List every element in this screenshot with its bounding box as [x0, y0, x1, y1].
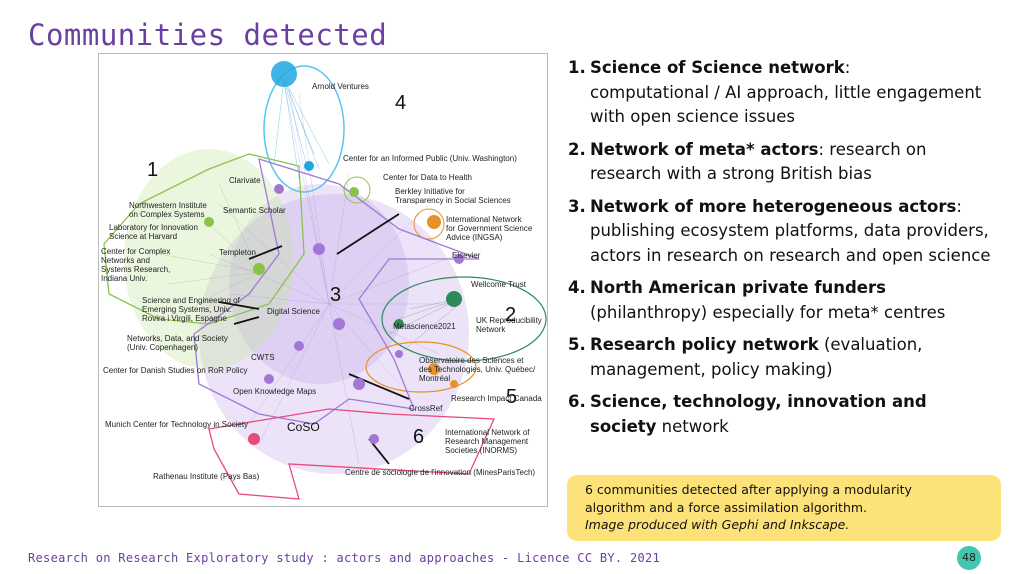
node-label-lish-line1: Laboratory for Innovation — [109, 223, 198, 232]
node-label-berkley-line1: Berkley Initiative for — [395, 187, 465, 196]
method-note: 6 communities detected after applying a … — [567, 475, 1001, 541]
list-item-text-inline: (evaluation, — [818, 335, 923, 354]
community-number-6: 6 — [413, 426, 425, 448]
community-number-4: 4 — [395, 92, 407, 114]
list-item-title: Science, technology, innovation and soci… — [590, 392, 927, 436]
node-label-seeds-line1: Science and Engineering of — [142, 296, 240, 305]
node-label-rathenau: Rathenau Institute (Pays Bas) — [153, 472, 260, 481]
list-item-title: Network of more heterogeneous actors — [590, 196, 957, 216]
list-item-text: publishing ecosystem platforms, data pro… — [590, 221, 991, 265]
node-label-templeton: Templeton — [219, 248, 256, 257]
node-label-nds: Networks, Data, and Society (Univ. Copen… — [127, 334, 228, 352]
community-number-1: 1 — [147, 159, 159, 181]
node-label-ukrepro-line2: Network — [476, 325, 506, 334]
node-label-crossref: CrossRef — [409, 404, 443, 413]
node-label-seeds-line2: Emerging Systems, Univ. — [142, 305, 232, 314]
node-label-csi: Centre de sociologie de l'innovation (Mi… — [345, 468, 536, 477]
list-item-number: 1. — [568, 58, 586, 77]
node-label-metascience: Metascience2021 — [393, 322, 456, 331]
community-list-item: 5. Research policy network (evaluation, … — [568, 333, 998, 382]
list-item-number: 5. — [568, 335, 586, 354]
node-label-ccn-line1: Center for Complex — [101, 247, 171, 256]
node-label-ingsa-line3: Advice (INGSA) — [446, 233, 503, 242]
node-label-ost-line1: Observatoire des Sciences et — [419, 356, 524, 365]
community-number-5: 5 — [506, 386, 518, 408]
node-label-informed-public: Center for an Informed Public (Univ. Was… — [343, 154, 517, 163]
node-label-ost: Observatoire des Sciences et des Technol… — [419, 356, 535, 383]
list-item-text: computational / AI approach, little enga… — [590, 82, 982, 127]
community-list-item: 3. Network of more heterogeneous actors:… — [568, 195, 998, 269]
node-label-ingsa: International Network for Government Sci… — [446, 215, 532, 242]
node-label-seeds-line3: Rovira i Virgili, Espagne — [142, 314, 227, 323]
node-label-ccn-line2: Networks and — [101, 256, 150, 265]
node-label-okm: Open Knowledge Maps — [233, 387, 317, 396]
node-label-wellcome: Wellcome Trust — [471, 280, 526, 289]
community-number-3: 3 — [330, 284, 342, 306]
page-number-badge: 48 — [957, 546, 981, 570]
community-list-item: 6. Science, technology, innovation and s… — [568, 390, 998, 439]
node-label-ingsa-line2: for Government Science — [446, 224, 533, 233]
node-label-ccn-line3: Systems Research, — [101, 265, 171, 274]
node-label-inorms: International Network of Research Manage… — [445, 428, 530, 455]
node-label-rii-canada: Research Impact Canada — [451, 394, 542, 403]
list-item-title: Science of Science network — [590, 58, 845, 77]
list-item-text-inline: : — [956, 196, 962, 216]
slide-footer: Research on Research Exploratory study :… — [28, 551, 661, 565]
node-label-berkley: Berkley Initiative for Transparency in S… — [395, 187, 511, 205]
method-note-credit: Image produced with Gephi and Inkscape. — [585, 517, 850, 532]
list-item-number: 3. — [568, 196, 586, 216]
node-label-ost-line2: des Technologies, Univ. Québec/ — [419, 365, 536, 374]
node-label-ost-line3: Montréal — [419, 374, 451, 383]
list-item-number: 2. — [568, 139, 586, 159]
node-label-digital-science: Digital Science — [267, 307, 320, 316]
list-item-text: research with a strong British bias — [590, 164, 872, 183]
node-label-nds-line1: Networks, Data, and Society — [127, 334, 228, 343]
community-list: 1. Science of Science network: computati… — [568, 56, 998, 447]
node-label-semantic: Semantic Scholar — [223, 206, 286, 215]
node-label-data-health: Center for Data to Health — [383, 173, 472, 182]
list-item-number: 6. — [568, 392, 586, 411]
node-label-nico-line2: on Complex Systems — [129, 210, 205, 219]
node-label-inorms-line1: International Network of — [445, 428, 530, 437]
node-label-lish-line2: Science at Harvard — [109, 232, 178, 241]
list-item-text-inline: : research on — [818, 139, 927, 159]
node-label-lish: Laboratory for Innovation Science at Har… — [109, 223, 198, 241]
coso-label: CoSO — [287, 420, 320, 434]
network-graph: 4 1 3 2 5 6 CoSO Arnold Ventures Center … — [98, 53, 548, 507]
node-label-danish: Center for Danish Studies on RoR Policy — [103, 366, 248, 375]
method-note-line1: 6 communities detected after applying a … — [585, 482, 912, 497]
node-label-nico: Northwestern Institute on Complex System… — [129, 201, 207, 219]
list-item-text: (philanthropy) especially for meta* cent… — [590, 302, 946, 322]
network-graph-drawing — [103, 61, 547, 500]
node-label-clarivate: Clarivate — [229, 176, 261, 185]
list-item-text: network — [656, 416, 729, 436]
node-label-cwts: CWTS — [251, 353, 275, 362]
list-item-title: Research policy network — [590, 335, 819, 354]
community-list-item: 2. Network of meta* actors: research on … — [568, 138, 998, 187]
list-item-text: management, policy making) — [590, 359, 833, 379]
node-label-munich: Munich Center for Technology in Society — [105, 420, 249, 429]
community-list-item: 4. North American private funders (phila… — [568, 276, 998, 325]
node-label-elsevier: Elsevier — [452, 251, 481, 260]
node-label-nico-line1: Northwestern Institute — [129, 201, 207, 210]
node-label-arnold: Arnold Ventures — [312, 82, 369, 91]
method-note-line2: algorithm and a force assimilation algor… — [585, 499, 868, 515]
node-label-seeds: Science and Engineering of Emerging Syst… — [142, 296, 240, 323]
node-label-ccn: Center for Complex Networks and Systems … — [101, 247, 170, 283]
community-list-item: 1. Science of Science network: computati… — [568, 56, 998, 130]
node-label-inorms-line3: Societies (INORMS) — [445, 446, 518, 455]
node-label-ccn-line4: Indiana Univ. — [101, 274, 148, 283]
node-label-ingsa-line1: International Network — [446, 215, 522, 224]
node-label-ukrepro: UK Reproducibility Network — [476, 316, 542, 334]
node-label-inorms-line2: Research Management — [445, 437, 529, 446]
node-label-berkley-line2: Transparency in Social Sciences — [395, 196, 511, 205]
node-label-nds-line2: (Univ. Copenhagen) — [127, 343, 199, 352]
list-item-title: Network of meta* actors — [590, 139, 819, 159]
slide-title: Communities detected — [28, 18, 388, 52]
list-item-number: 4. — [568, 278, 586, 297]
community-number-2: 2 — [505, 304, 517, 326]
node-label-ukrepro-line1: UK Reproducibility — [476, 316, 542, 325]
list-item-text-inline: : — [844, 58, 851, 77]
list-item-title: North American private funders — [590, 278, 886, 297]
